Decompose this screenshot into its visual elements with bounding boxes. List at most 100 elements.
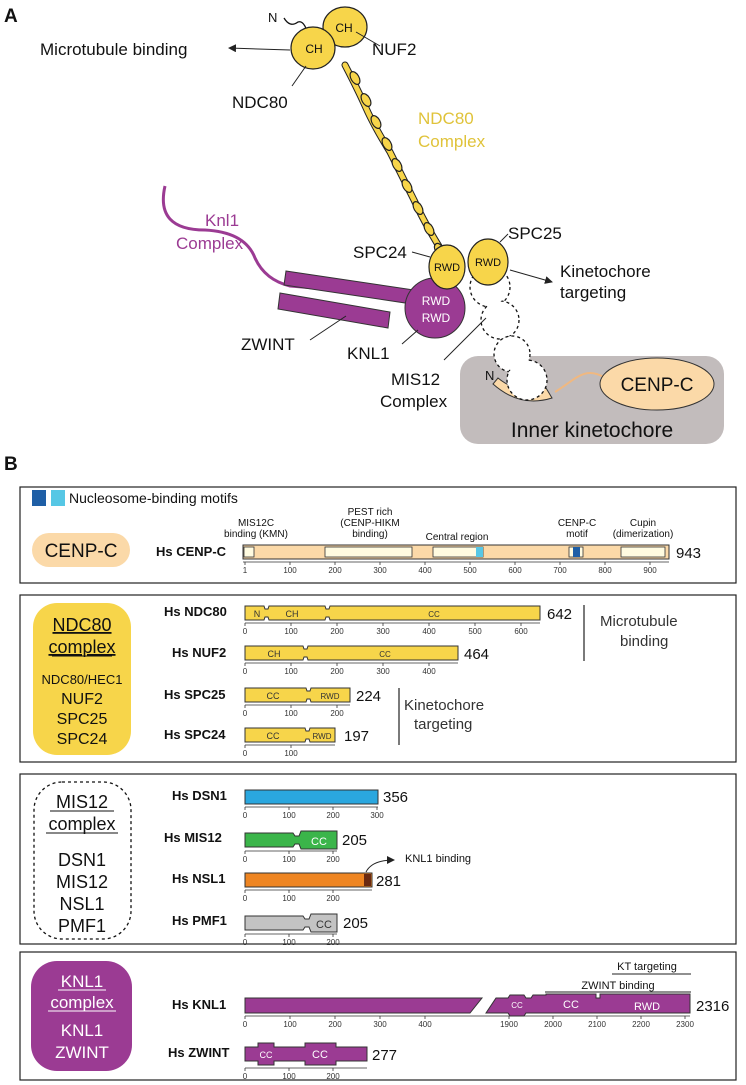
panel-a: A Inner kinetochore CENP-C N xyxy=(4,6,724,444)
axis-tick-label: 500 xyxy=(468,627,482,636)
hs-knl1-bar-n xyxy=(244,997,484,1014)
hs-ndc80-bar xyxy=(244,605,541,621)
axis-tick-label: 100 xyxy=(282,894,296,903)
axis-tick-label: 100 xyxy=(282,938,296,947)
axis-tick-label: 100 xyxy=(284,709,298,718)
hs-pmf1-length: 205 xyxy=(343,915,368,932)
cenpc-n-label: N xyxy=(485,368,494,383)
knl1-complex-pill xyxy=(31,961,132,1071)
axis-tick-label: 400 xyxy=(418,1020,432,1029)
legend-dark-swatch xyxy=(32,490,46,506)
cenpc-motif-dark xyxy=(573,547,580,557)
hs-knl1-name: Hs KNL1 xyxy=(172,997,226,1012)
axis-tick-label: 0 xyxy=(243,627,248,636)
hs-spc24-bar xyxy=(244,727,336,743)
axis-tick-label: 400 xyxy=(422,667,436,676)
spc25-leader xyxy=(499,233,509,243)
spc24-rwd-label: RWD xyxy=(434,262,460,274)
axis-tick-label: 400 xyxy=(418,566,432,575)
hs-pmf1-bar xyxy=(244,913,338,933)
hs-nsl1-knl1-motif xyxy=(364,874,371,886)
cenpc-complex-pill xyxy=(32,533,130,567)
region-mis12c-line2: binding (KMN) xyxy=(224,529,288,540)
hs-zwint-length: 277 xyxy=(372,1047,397,1064)
hs-pmf1-domain-cc: CC xyxy=(316,919,332,931)
spc25-label: SPC25 xyxy=(508,224,562,243)
knl1-rwd-label-2: RWD xyxy=(422,311,451,325)
mis12-complex-label-2: Complex xyxy=(380,392,448,411)
panel-b: B Nucleosome-binding motifs CENP-C Hs CE… xyxy=(4,454,737,1081)
knl1-binding-label: KNL1 binding xyxy=(405,853,471,865)
cenpc-label: CENP-C xyxy=(621,375,694,396)
axis-tick-label: 0 xyxy=(243,938,248,947)
cenpc-box: Nucleosome-binding motifs CENP-C Hs CENP… xyxy=(19,486,737,584)
knl1-rwd-domain xyxy=(404,277,466,339)
knl1-complex-title-1: KNL1 xyxy=(61,972,104,991)
mis12-member-1: DSN1 xyxy=(58,850,106,870)
kinetochore-bracket-label-2: targeting xyxy=(414,716,472,733)
axis-tick-label: 300 xyxy=(373,1020,387,1029)
axis-tick-label: 0 xyxy=(243,749,248,758)
hs-mis12-domain-cc: CC xyxy=(311,836,327,848)
ndc80-complex-title-2: complex xyxy=(48,637,115,657)
hs-knl1-domain-cc1: CC xyxy=(511,1001,523,1010)
axis-tick-label: 0 xyxy=(243,855,248,864)
axis-tick-label: 2200 xyxy=(632,1020,650,1029)
hs-spc25-domain-cc: CC xyxy=(267,691,280,701)
axis-tick-label: 200 xyxy=(330,627,344,636)
kinetochore-bracket-label-1: Kinetochore xyxy=(404,697,484,714)
axis-tick-label: 200 xyxy=(328,1020,342,1029)
cenpc-mis12c-region xyxy=(243,546,255,558)
axis-tick-label: 2300 xyxy=(676,1020,694,1029)
ndc80-member-3: SPC25 xyxy=(57,711,108,728)
knl1-member-2: ZWINT xyxy=(55,1043,109,1062)
axis-tick-label: 100 xyxy=(283,1020,297,1029)
cenpc-central-region xyxy=(432,546,484,558)
cenpc-complex-label: CENP-C xyxy=(45,541,118,562)
axis-tick-label: 0 xyxy=(243,894,248,903)
region-cenpc-motif-line1: CENP-C xyxy=(558,518,596,529)
axis-tick-label: 700 xyxy=(553,566,567,575)
knl1-complex-label-2: Complex xyxy=(176,234,244,253)
ndc80-ch-domain xyxy=(290,26,336,70)
knl1-box: KNL1 complex KNL1 ZWINT KT targeting ZWI… xyxy=(19,951,737,1081)
microtubule-arrow xyxy=(228,44,291,53)
hs-spc25-length: 224 xyxy=(356,688,381,705)
hs-spc24-domain-rwd: RWD xyxy=(313,732,332,741)
region-mis12c-line1: MIS12C xyxy=(238,518,274,529)
cenpc-ellipse xyxy=(599,357,715,411)
cenpc-length: 943 xyxy=(676,545,701,562)
axis-tick-label: 100 xyxy=(284,627,298,636)
hs-spc24-domain-cc: CC xyxy=(267,731,280,741)
mis12-member-4: PMF1 xyxy=(58,916,106,936)
zwint-leader xyxy=(309,315,347,341)
axis-tick-label: 0 xyxy=(243,1072,248,1081)
axis-tick-label: 200 xyxy=(326,811,340,820)
axis-tick-label: 100 xyxy=(282,811,296,820)
hs-ndc80-length: 642 xyxy=(547,606,572,623)
ndc80-complex-title-1: NDC80 xyxy=(52,615,111,635)
axis-tick-label: 100 xyxy=(284,667,298,676)
axis-tick-label: 0 xyxy=(243,1020,248,1029)
axis-tick-label: 200 xyxy=(326,855,340,864)
ndc80-complex-label-1: NDC80 xyxy=(418,109,474,128)
spc25-rwd-domain xyxy=(467,238,509,286)
knl1-label: KNL1 xyxy=(347,344,390,363)
ndc80-n-label: N xyxy=(268,10,277,25)
nuf2-leader xyxy=(355,31,381,47)
axis-tick-label: 200 xyxy=(330,667,344,676)
ndc80-complex-label-2: Complex xyxy=(418,132,486,151)
mis12-complex-title-2: complex xyxy=(48,814,115,834)
axis-tick-label: 100 xyxy=(282,1072,296,1081)
hs-nuf2-bar xyxy=(244,645,459,661)
panel-b-label: B xyxy=(4,454,18,475)
axis-tick-label: 100 xyxy=(282,855,296,864)
hs-nuf2-domain-ch: CH xyxy=(268,649,281,659)
axis-tick-label: 1900 xyxy=(500,1020,518,1029)
hs-mis12-name: Hs MIS12 xyxy=(164,830,222,845)
axis-tick-label: 2000 xyxy=(544,1020,562,1029)
